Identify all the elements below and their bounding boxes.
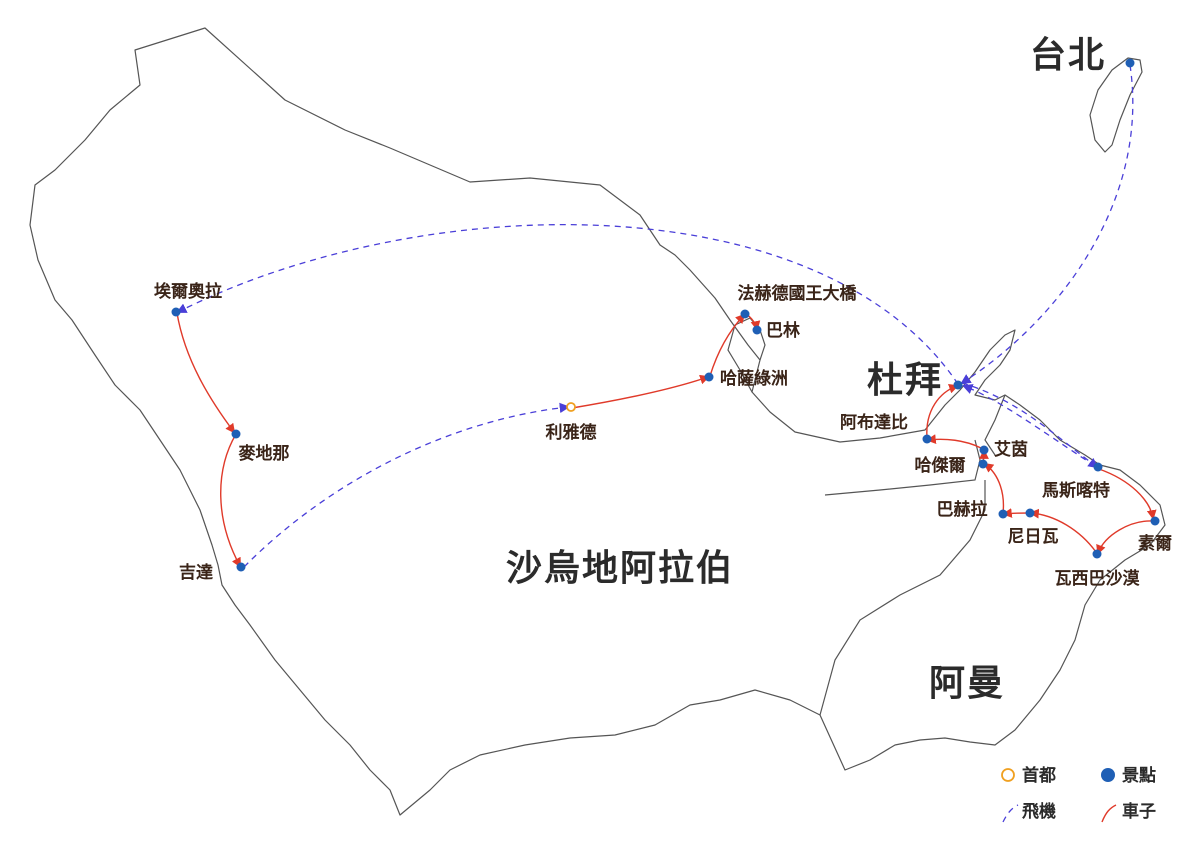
spot-jeddah: [236, 562, 246, 572]
route-car-sur-wahiba: [1096, 520, 1154, 555]
route-car-bahla-hatta: [983, 462, 1005, 514]
label-riyadh: 利雅德: [546, 422, 597, 443]
capital-riyadh: [566, 402, 576, 412]
route-plane-dubai-ela: [176, 223, 959, 385]
legend-capital-icon: [1001, 768, 1015, 782]
label-sur: 素爾: [1138, 534, 1172, 554]
label-fahd: 法赫德國王大橋: [738, 283, 858, 304]
label-taipei: 台北: [1030, 34, 1106, 76]
spot-hatta: [978, 459, 988, 469]
border-uae-oman: [984, 394, 1006, 456]
route-car-ela-medina: [176, 312, 236, 434]
label-dubai: 杜拜: [867, 359, 943, 401]
label-bahla: 巴赫拉: [937, 499, 988, 520]
spot-ela: [171, 307, 181, 317]
taiwan-outline: [1089, 57, 1143, 153]
spot-hasa: [704, 372, 714, 382]
label-muscat: 馬斯喀特: [1042, 480, 1110, 501]
spot-dubai: [953, 380, 963, 390]
route-car-abudhabi-dubai: [926, 383, 959, 439]
route-car-medina-jeddah: [220, 433, 241, 568]
legend-spot-label: 景點: [1122, 765, 1156, 786]
legend-plane-label: 飛機: [1021, 801, 1056, 822]
spot-sur: [1150, 516, 1160, 526]
saudi-arabia-outline: [29, 27, 1166, 816]
route-car-riyadh-hasa: [571, 374, 710, 409]
spot-wahiba: [1092, 549, 1102, 559]
route-car-ain-abudhabi: [926, 434, 982, 449]
label-hatta: 哈傑爾: [915, 455, 966, 476]
label-bahrain: 巴林: [766, 320, 800, 341]
spot-bahla: [998, 509, 1008, 519]
route-car-hasa-fahd: [709, 313, 746, 377]
spot-bahrain: [752, 325, 762, 335]
route-plane-wahiba-dubai: [962, 384, 1096, 467]
label-saudi: 沙烏地阿拉伯: [506, 547, 734, 589]
route-plane-taipei-dubai: [960, 64, 1134, 385]
route-car-muscat-sur: [1098, 468, 1157, 520]
spot-abudhabi: [922, 434, 932, 444]
spot-ain: [979, 445, 989, 455]
spot-medina: [231, 429, 241, 439]
label-jeddah: 吉達: [179, 563, 213, 583]
label-ain: 艾茵: [994, 439, 1028, 460]
route-plane-dubai-muscat: [961, 382, 1099, 469]
legend-plane-icon: [1002, 804, 1019, 823]
label-hasa: 哈薩綠洲: [720, 368, 788, 389]
route-car-wahiba-nizwa: [1029, 508, 1097, 553]
label-abudhabi: 阿布達比: [840, 412, 908, 433]
spot-muscat: [1093, 462, 1103, 472]
label-nizwa: 尼日瓦: [1008, 527, 1059, 547]
label-wahiba: 瓦西巴沙漠: [1055, 568, 1141, 589]
spot-nizwa: [1025, 508, 1035, 518]
label-medina: 麥地那: [238, 443, 290, 464]
border-oman-saudi: [819, 480, 986, 716]
legend-car-icon: [1101, 804, 1117, 823]
label-ela: 埃爾奧拉: [154, 281, 222, 302]
legend-spot-icon: [1101, 768, 1115, 782]
legend-car-label: 車子: [1122, 801, 1156, 822]
spot-taipei: [1125, 58, 1135, 68]
route-plane-jeddah-riyadh: [243, 402, 571, 568]
legend: 首都 景點 飛機 車子: [1001, 765, 1156, 823]
spot-fahd: [740, 309, 750, 319]
legend-capital-label: 首都: [1022, 765, 1056, 786]
label-oman: 阿曼: [929, 662, 1005, 704]
